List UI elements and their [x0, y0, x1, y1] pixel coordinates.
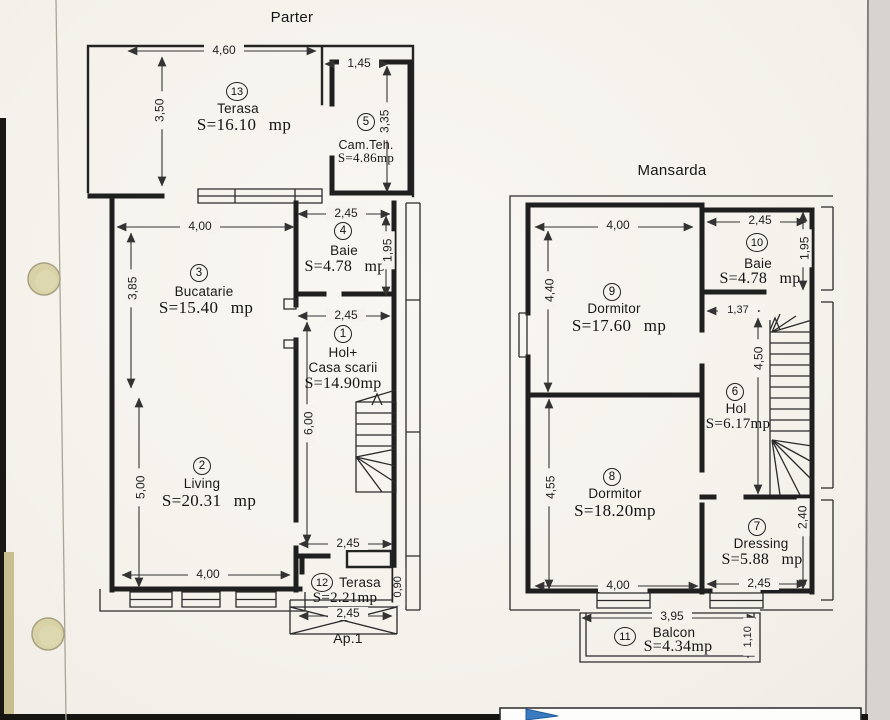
dim-mansarda-dormitor9-width: 4,00 [598, 219, 638, 232]
dim-parter-terasa-height: 3,50 [153, 91, 167, 130]
logo-triangle-icon [525, 708, 559, 720]
room-area-camteh-5: S=4.86mp [337, 150, 395, 165]
stairs-up-arrow-icon [371, 392, 383, 406]
dim-parter-hol-width: 2,45 [326, 309, 366, 322]
room-number-living-2: 2 [193, 457, 211, 475]
room-area-terasa-13: S=16.10 mp [196, 115, 292, 134]
room-name-hol-6: Hol [725, 401, 747, 416]
dim-mansarda-dressing-height: 2,40 [796, 498, 810, 537]
dim-mansarda-hol-offset: 1,37 [718, 304, 758, 317]
dim-parter-hol-height: 6,00 [302, 404, 316, 443]
parter-staircase [355, 389, 397, 493]
dim-mansarda-dormitor9-height: 4,40 [543, 271, 557, 310]
room-name-balcon-11: Balcon [652, 625, 696, 640]
stairs-up-arrow-icon [769, 316, 781, 331]
room-number-dormitor-8: 8 [603, 468, 621, 486]
dim-parter-bucatarie-height: 3,85 [126, 269, 140, 308]
dim-parter-terasa12-height: 0,90 [392, 567, 405, 606]
room-number-dormitor-9: 9 [603, 283, 621, 301]
room-area-living-2: S=20.31 mp [161, 491, 257, 510]
room-area-hol-6: S=6.17mp [705, 416, 771, 432]
room-number-camteh-5: 5 [357, 113, 375, 131]
dim-mansarda-stairs-height: 4,50 [752, 339, 766, 378]
room-area-terasa-12: S=2.21mp [312, 590, 378, 606]
dim-mansarda-dressing-width: 2,45 [739, 577, 779, 590]
dim-parter-camteh-width: 1,45 [339, 57, 379, 70]
dim-mansarda-balcon-height: 1,10 [742, 617, 755, 656]
dim-parter-camteh-height: 3,35 [378, 102, 392, 141]
mansarda-staircase [769, 313, 813, 496]
room-name-hol-1: Hol+ [328, 345, 358, 360]
room-number-terasa-13: 13 [226, 82, 248, 101]
dim-parter-entry-width: 2,45 [328, 607, 368, 620]
dim-parter-living-width: 4,00 [188, 568, 228, 581]
room-number-hol-6: 6 [726, 383, 744, 401]
room-area-baie-10: S=4.78 mp [719, 270, 801, 287]
room-number-balcon-11: 11 [614, 627, 636, 646]
page-fold-line [55, 0, 67, 720]
room-name-dormitor-8: Dormitor [588, 486, 642, 501]
dim-parter-terasa-width: 4,60 [204, 44, 244, 57]
room-name-dormitor-9: Dormitor [587, 301, 641, 316]
logo-mark-bottom [499, 707, 862, 720]
dim-parter-living-height: 5,00 [134, 468, 148, 507]
hole-punch-bottom [31, 617, 65, 651]
room-number-baie-10: 10 [746, 233, 768, 252]
parter-dimension-lines [116, 46, 404, 621]
dim-parter-terasa12-width: 2,45 [328, 537, 368, 550]
hole-punch-top [27, 262, 61, 296]
dim-parter-baie-width: 2,45 [326, 207, 366, 220]
dim-mansarda-dormitor8-width: 4,00 [598, 579, 638, 592]
room-number-baie-4: 4 [334, 222, 352, 240]
parter-boundary-brackets [405, 202, 421, 611]
room-name-dressing-7: Dressing [733, 536, 789, 551]
room-name-terasa-12: Terasa [339, 575, 381, 590]
room-number-dressing-7: 7 [748, 518, 766, 536]
dim-mansarda-balcon-width: 3,95 [652, 610, 692, 623]
dim-mansarda-baie10-height: 1,95 [798, 229, 812, 268]
parter-walls [86, 44, 421, 635]
dim-parter-baie-height: 1,95 [381, 231, 395, 270]
room-number-terasa-12: 12 [311, 573, 333, 592]
room-name-bucatarie-3: Bucatarie [174, 284, 234, 299]
plan-title-mansarda: Mansarda [637, 162, 707, 179]
mansarda-boundary-brackets [821, 206, 834, 601]
room-area-hol-1: S=14.90mp [304, 375, 382, 392]
room-area-baie-4: S=4.78 mp [304, 258, 386, 275]
room-number-bucatarie-3: 3 [190, 264, 208, 282]
dim-mansarda-baie10-width: 2,45 [740, 214, 780, 227]
dim-mansarda-dormitor8-height: 4,55 [544, 468, 558, 507]
room-name-baie-4: Baie [330, 243, 358, 258]
apartment-label: Ap.1 [333, 630, 363, 646]
room-name2-hol-1: Casa scarii [308, 360, 378, 375]
dim-parter-bucatarie-width: 4,00 [180, 220, 220, 233]
room-area-bucatarie-3: S=15.40 mp [158, 298, 254, 317]
room-area-dormitor-9: S=17.60 mp [571, 316, 667, 335]
room-name-camteh-5: Cam.Teh. [338, 138, 394, 152]
room-number-hol-1: 1 [334, 325, 352, 343]
plan-title-parter: Parter [270, 9, 314, 26]
room-area-balcon-11: S=4.34mp [643, 638, 713, 655]
room-name-living-2: Living [183, 476, 221, 491]
room-name-baie-10: Baie [744, 256, 772, 271]
room-area-dressing-7: S=5.88 mp [721, 551, 803, 568]
room-area-dormitor-8: S=18.20mp [574, 501, 656, 520]
room-name-terasa-13: Terasa [217, 101, 259, 116]
mansarda-walls [509, 195, 834, 663]
